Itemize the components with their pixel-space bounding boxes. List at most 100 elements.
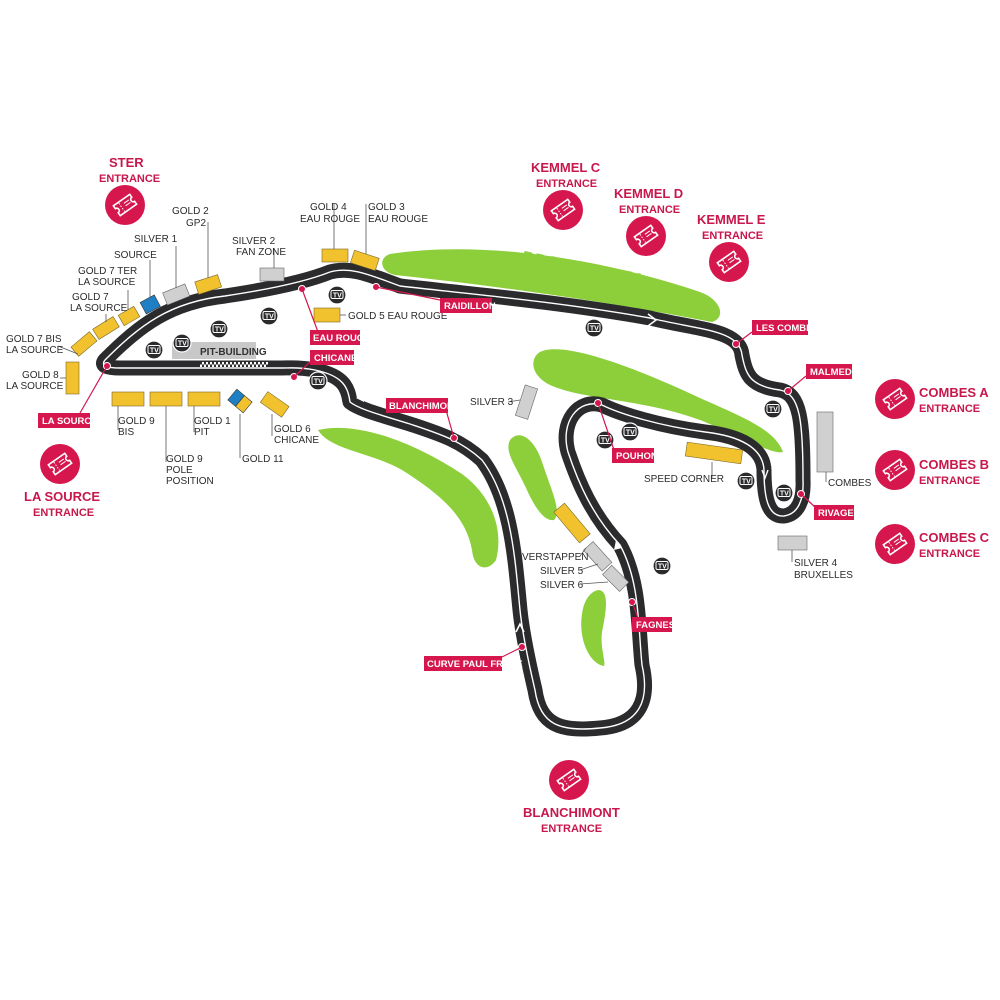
entrance-ster-subtitle: ENTRANCE (99, 173, 160, 185)
direction-arrow (647, 313, 658, 327)
entrance-kemmel-e[interactable]: KEMMEL E ENTRANCE (697, 212, 766, 283)
svg-text:RAIDILLON: RAIDILLON (444, 301, 496, 312)
corner-les-combes[interactable]: LES COMBES (752, 320, 819, 335)
ticket-icon (548, 759, 590, 801)
tv-icon[interactable]: TV (308, 371, 328, 391)
entrance-combes-a[interactable]: COMBES A ENTRANCE (874, 378, 989, 420)
ticket-icon (542, 189, 584, 231)
entrance-combes-a-subtitle: ENTRANCE (919, 403, 980, 415)
entrance-kemmel-e-title: KEMMEL E (697, 212, 766, 227)
corner-chicane[interactable]: CHICANE (310, 350, 357, 365)
grandstand-verstappen[interactable] (553, 502, 591, 544)
tv-icon[interactable]: TV (327, 285, 347, 305)
tv-icon[interactable]: TV (172, 333, 192, 353)
corner-rivage[interactable]: RIVAGE (814, 505, 854, 520)
tv-icon[interactable]: TV (144, 340, 164, 360)
grandstand-gold-11[interactable] (227, 388, 253, 414)
entrance-ster[interactable]: STER ENTRANCE (99, 155, 160, 226)
svg-text:BLANCHIMONT: BLANCHIMONT (389, 401, 460, 412)
corner-markers: LA SOURCE EAU ROUGE CHICANE RAIDILLON LE… (38, 283, 859, 671)
corner-la-source[interactable]: LA SOURCE (38, 413, 98, 428)
tv-icon[interactable]: TV (620, 422, 640, 442)
svg-text:CHICANE: CHICANE (314, 353, 357, 364)
entrance-combes-a-title: COMBES A (919, 385, 989, 400)
entrance-blanchimont[interactable]: BLANCHIMONT ENTRANCE (523, 759, 620, 835)
svg-text:RIVAGE: RIVAGE (818, 508, 854, 519)
grandstand-boxes (65, 248, 834, 592)
corner-eau-rouge[interactable]: EAU ROUGE (310, 330, 371, 345)
tv-icon[interactable]: TV (774, 483, 794, 503)
grandstand-gold-5[interactable] (313, 307, 341, 323)
tv-icon[interactable]: TV (209, 319, 229, 339)
bronze-area-grass (382, 249, 721, 322)
grass-fagnes (581, 590, 606, 666)
grandstand-silver-5[interactable] (583, 541, 613, 572)
entrance-kemmel-e-subtitle: ENTRANCE (702, 230, 763, 242)
corner-malmedy[interactable]: MALMEDY (806, 364, 859, 379)
grass-blanchimont (318, 427, 499, 568)
label-verstappen: VERSTAPPEN (522, 552, 589, 563)
grandstand-silver-6[interactable] (602, 564, 630, 592)
grandstand-gold-3[interactable] (350, 249, 380, 272)
grandstand-speed-corner[interactable] (684, 441, 744, 465)
grandstand-gold-7[interactable] (92, 316, 120, 340)
corner-blanchimont[interactable]: BLANCHIMONT (386, 398, 460, 413)
pit-building-label: PIT-BUILDING (200, 347, 267, 358)
entrance-combes-b[interactable]: COMBES B ENTRANCE (874, 449, 989, 491)
svg-text:MALMEDY: MALMEDY (810, 367, 859, 378)
grandstand-gold-4[interactable] (321, 248, 349, 263)
label-silver-6: SILVER 6 (540, 580, 584, 591)
grandstand-gold-9-pole[interactable] (149, 391, 183, 407)
ticket-icon (874, 523, 916, 565)
grandstand-gold-6[interactable] (259, 391, 290, 418)
grandstand-silver-2[interactable] (259, 267, 285, 282)
grandstand-gold-1[interactable] (187, 391, 221, 407)
entrance-la-source[interactable]: LA SOURCE ENTRANCE (24, 443, 100, 519)
tv-icon[interactable]: TV (652, 556, 672, 576)
entrance-kemmel-c[interactable]: KEMMEL C ENTRANCE (531, 160, 601, 231)
entrance-kemmel-d-subtitle: ENTRANCE (619, 204, 680, 216)
svg-text:TV: TV (150, 347, 159, 354)
grandstand-gold-7-bis[interactable] (70, 331, 98, 357)
svg-text:TV: TV (780, 490, 789, 497)
grandstand-silver-3[interactable] (514, 384, 538, 420)
svg-text:TV: TV (658, 563, 667, 570)
label-gold-11: GOLD 11 (242, 454, 284, 465)
svg-text:TV: TV (601, 437, 610, 444)
corner-fagnes[interactable]: FAGNES (632, 617, 675, 632)
grandstand-gold-9-bis[interactable] (111, 391, 145, 407)
entrance-combes-c-title: COMBES C (919, 530, 990, 545)
tv-icon[interactable]: TV (259, 306, 279, 326)
tv-icon[interactable]: TV (584, 318, 604, 338)
entrance-kemmel-d[interactable]: KEMMEL D ENTRANCE (614, 186, 683, 257)
grandstand-silver-1[interactable] (162, 283, 191, 306)
entrance-blanchimont-title: BLANCHIMONT (523, 805, 620, 820)
grandstand-gold-2[interactable] (194, 274, 222, 295)
corner-raidillon[interactable]: RAIDILLON (440, 298, 496, 313)
corner-pouhon[interactable]: POUHON (612, 448, 658, 463)
direction-arrow (356, 394, 364, 402)
label-combes: COMBES (828, 478, 872, 489)
svg-text:TV: TV (626, 429, 635, 436)
grandstand-combes[interactable] (816, 411, 834, 473)
grandstand-gold-7-ter[interactable] (117, 305, 141, 327)
tv-icon[interactable]: TV (763, 399, 783, 419)
start-finish-line (200, 362, 268, 367)
tv-icon[interactable]: TV (595, 430, 615, 450)
tv-icon[interactable]: TV (736, 471, 756, 491)
entrance-combes-c[interactable]: COMBES C ENTRANCE (874, 523, 990, 565)
ticket-icon (39, 443, 81, 485)
grandstand-gold-8[interactable] (65, 361, 80, 395)
corner-curve-paul-frere[interactable]: CURVE PAUL FRERE (424, 656, 523, 671)
grandstand-silver-4[interactable] (777, 535, 808, 551)
grandstand-source[interactable] (139, 294, 161, 315)
